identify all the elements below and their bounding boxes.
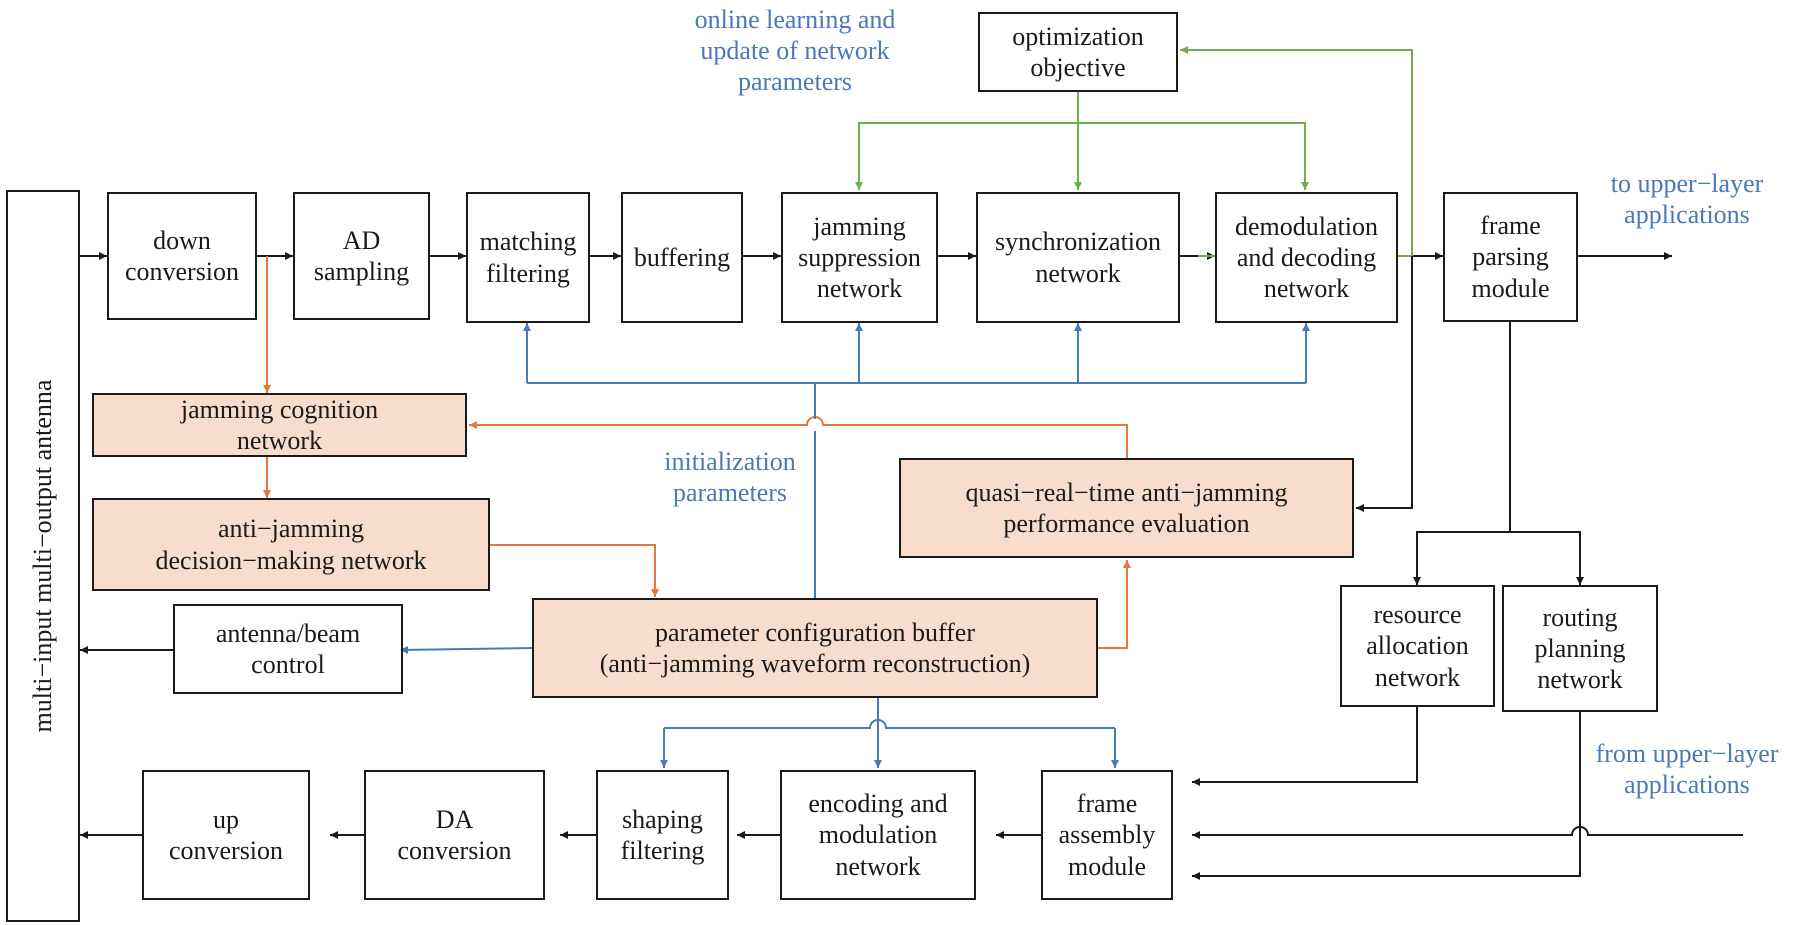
matching-filtering-box: matching filtering <box>466 192 590 323</box>
mimo-antenna-block: multi−input multi−output antenna <box>6 190 80 922</box>
initialization-parameters-label: initialization parameters <box>664 447 796 508</box>
parameter-buffer-box: parameter configuration buffer (anti−jam… <box>532 598 1098 698</box>
performance-evaluation-box: quasi−real−time anti−jamming performance… <box>899 458 1354 558</box>
jamming-cognition-box: jamming cognition network <box>92 393 467 457</box>
online-learning-label: online learning and update of network pa… <box>694 5 896 97</box>
antenna-label: multi−input multi−output antenna <box>28 379 57 733</box>
from-upper-layer-label: from upper−layer applications <box>1595 739 1779 800</box>
buffering-box: buffering <box>621 192 743 323</box>
demodulation-decoding-box: demodulation and decoding network <box>1215 192 1398 323</box>
antenna-beam-control-box: antenna/beam control <box>173 604 403 694</box>
frame-assembly-box: frame assembly module <box>1041 770 1173 900</box>
optimization-objective-box: optimization objective <box>978 12 1178 92</box>
shaping-filtering-box: shaping filtering <box>596 770 729 900</box>
encoding-modulation-box: encoding and modulation network <box>780 770 976 900</box>
jamming-suppression-box: jamming suppression network <box>781 192 938 323</box>
to-upper-layer-label: to upper−layer applications <box>1610 169 1764 230</box>
routing-planning-box: routing planning network <box>1502 585 1658 712</box>
resource-allocation-box: resource allocation network <box>1340 585 1495 707</box>
anti-jamming-decision-box: anti−jamming decision−making network <box>92 498 490 591</box>
frame-parsing-box: frame parsing module <box>1443 192 1578 322</box>
up-conversion-box: up conversion <box>142 770 310 900</box>
synchronization-box: synchronization network <box>976 192 1180 323</box>
da-conversion-box: DA conversion <box>364 770 545 900</box>
down-conversion-box: down conversion <box>107 192 257 320</box>
ad-sampling-box: AD sampling <box>293 192 430 320</box>
